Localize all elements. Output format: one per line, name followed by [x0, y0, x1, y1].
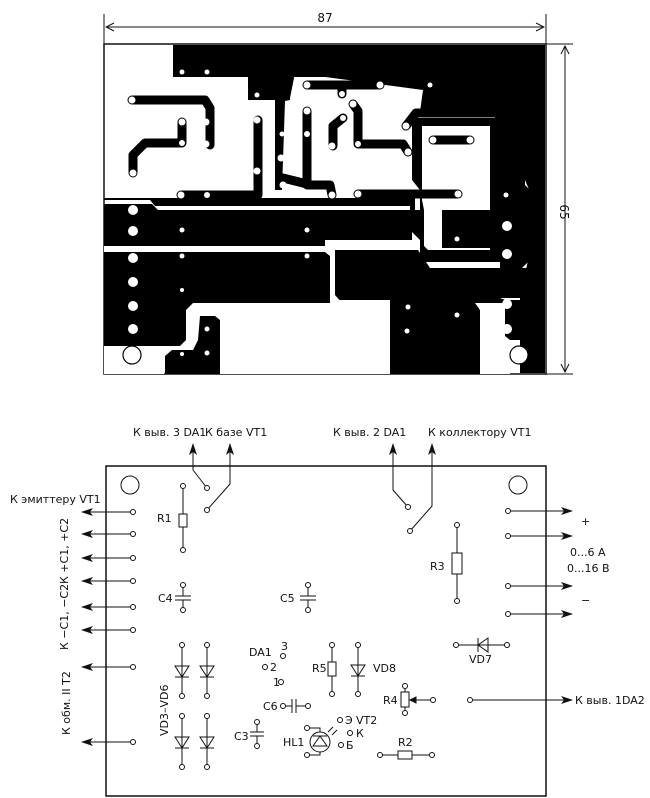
- pcb-holes: [128, 69, 512, 356]
- lead-vt1-collector: [409, 443, 436, 532]
- label-c5: C5: [280, 592, 295, 605]
- label-vt2-collector: К: [356, 727, 364, 740]
- label-voltage-range: 0...16 В: [567, 562, 610, 575]
- label-c1-c2-plus: К +С1, +С2: [58, 518, 71, 584]
- assembly-mount-hole-right: [508, 475, 528, 495]
- lead-vt1-base: [206, 443, 234, 511]
- mounting-hole-left: [122, 345, 142, 365]
- dimension-width: 87: [103, 11, 547, 44]
- label-da1-pin1-num: 1: [273, 676, 280, 689]
- label-hl1: HL1: [283, 736, 304, 749]
- label-current-range: 0...6 А: [570, 546, 606, 559]
- label-output-minus: −: [581, 594, 590, 607]
- label-vt2-base: Б: [346, 739, 354, 752]
- pcb-layout: 87 65: [103, 11, 573, 375]
- label-vt1-emitter: К эмиттеру VT1: [10, 493, 101, 506]
- label-da1: DA1: [249, 646, 272, 659]
- label-vd3-vd6: VD3–VD6: [158, 685, 171, 737]
- label-vt2: VT2: [356, 714, 377, 727]
- label-r3: R3: [430, 560, 445, 573]
- label-r1: R1: [157, 512, 172, 525]
- label-da1-pin2-num: 2: [270, 661, 277, 674]
- width-dimension-label: 87: [317, 11, 332, 25]
- label-c3: C3: [234, 730, 249, 743]
- assembly-board-outline: [105, 465, 547, 797]
- label-vd8: VD8: [373, 662, 396, 675]
- mounting-hole-right: [509, 345, 529, 365]
- label-r2: R2: [398, 736, 413, 749]
- assembly-pads: [130, 483, 511, 770]
- lead-da1-pin2: [389, 443, 409, 508]
- label-vt1-base: К базе VT1: [205, 426, 267, 439]
- height-dimension-label: 65: [557, 204, 571, 219]
- label-da2-pin1: К выв. 1DA2: [575, 694, 645, 707]
- label-vd7: VD7: [469, 653, 492, 666]
- label-vt1-collector: К коллектору VT1: [428, 426, 532, 439]
- label-c1-c2-minus: К −С1, −С2: [58, 584, 71, 650]
- assembly-mount-hole-left: [120, 475, 140, 495]
- label-r5: R5: [312, 662, 327, 675]
- label-c4: C4: [158, 592, 173, 605]
- label-output-plus: +: [581, 515, 590, 528]
- label-r4: R4: [383, 694, 398, 707]
- dimension-height: 65: [546, 43, 573, 375]
- label-da1-pin3-num: 3: [281, 640, 288, 653]
- label-da1-pin3: К выв. 3 DA1: [133, 426, 206, 439]
- label-c6: C6: [263, 700, 278, 713]
- lead-da1-pin3: [189, 443, 208, 489]
- label-vt2-emitter: Э: [345, 714, 353, 727]
- label-t2-winding: К обм. II T2: [60, 671, 73, 735]
- label-da1-pin2: К выв. 2 DA1: [333, 426, 406, 439]
